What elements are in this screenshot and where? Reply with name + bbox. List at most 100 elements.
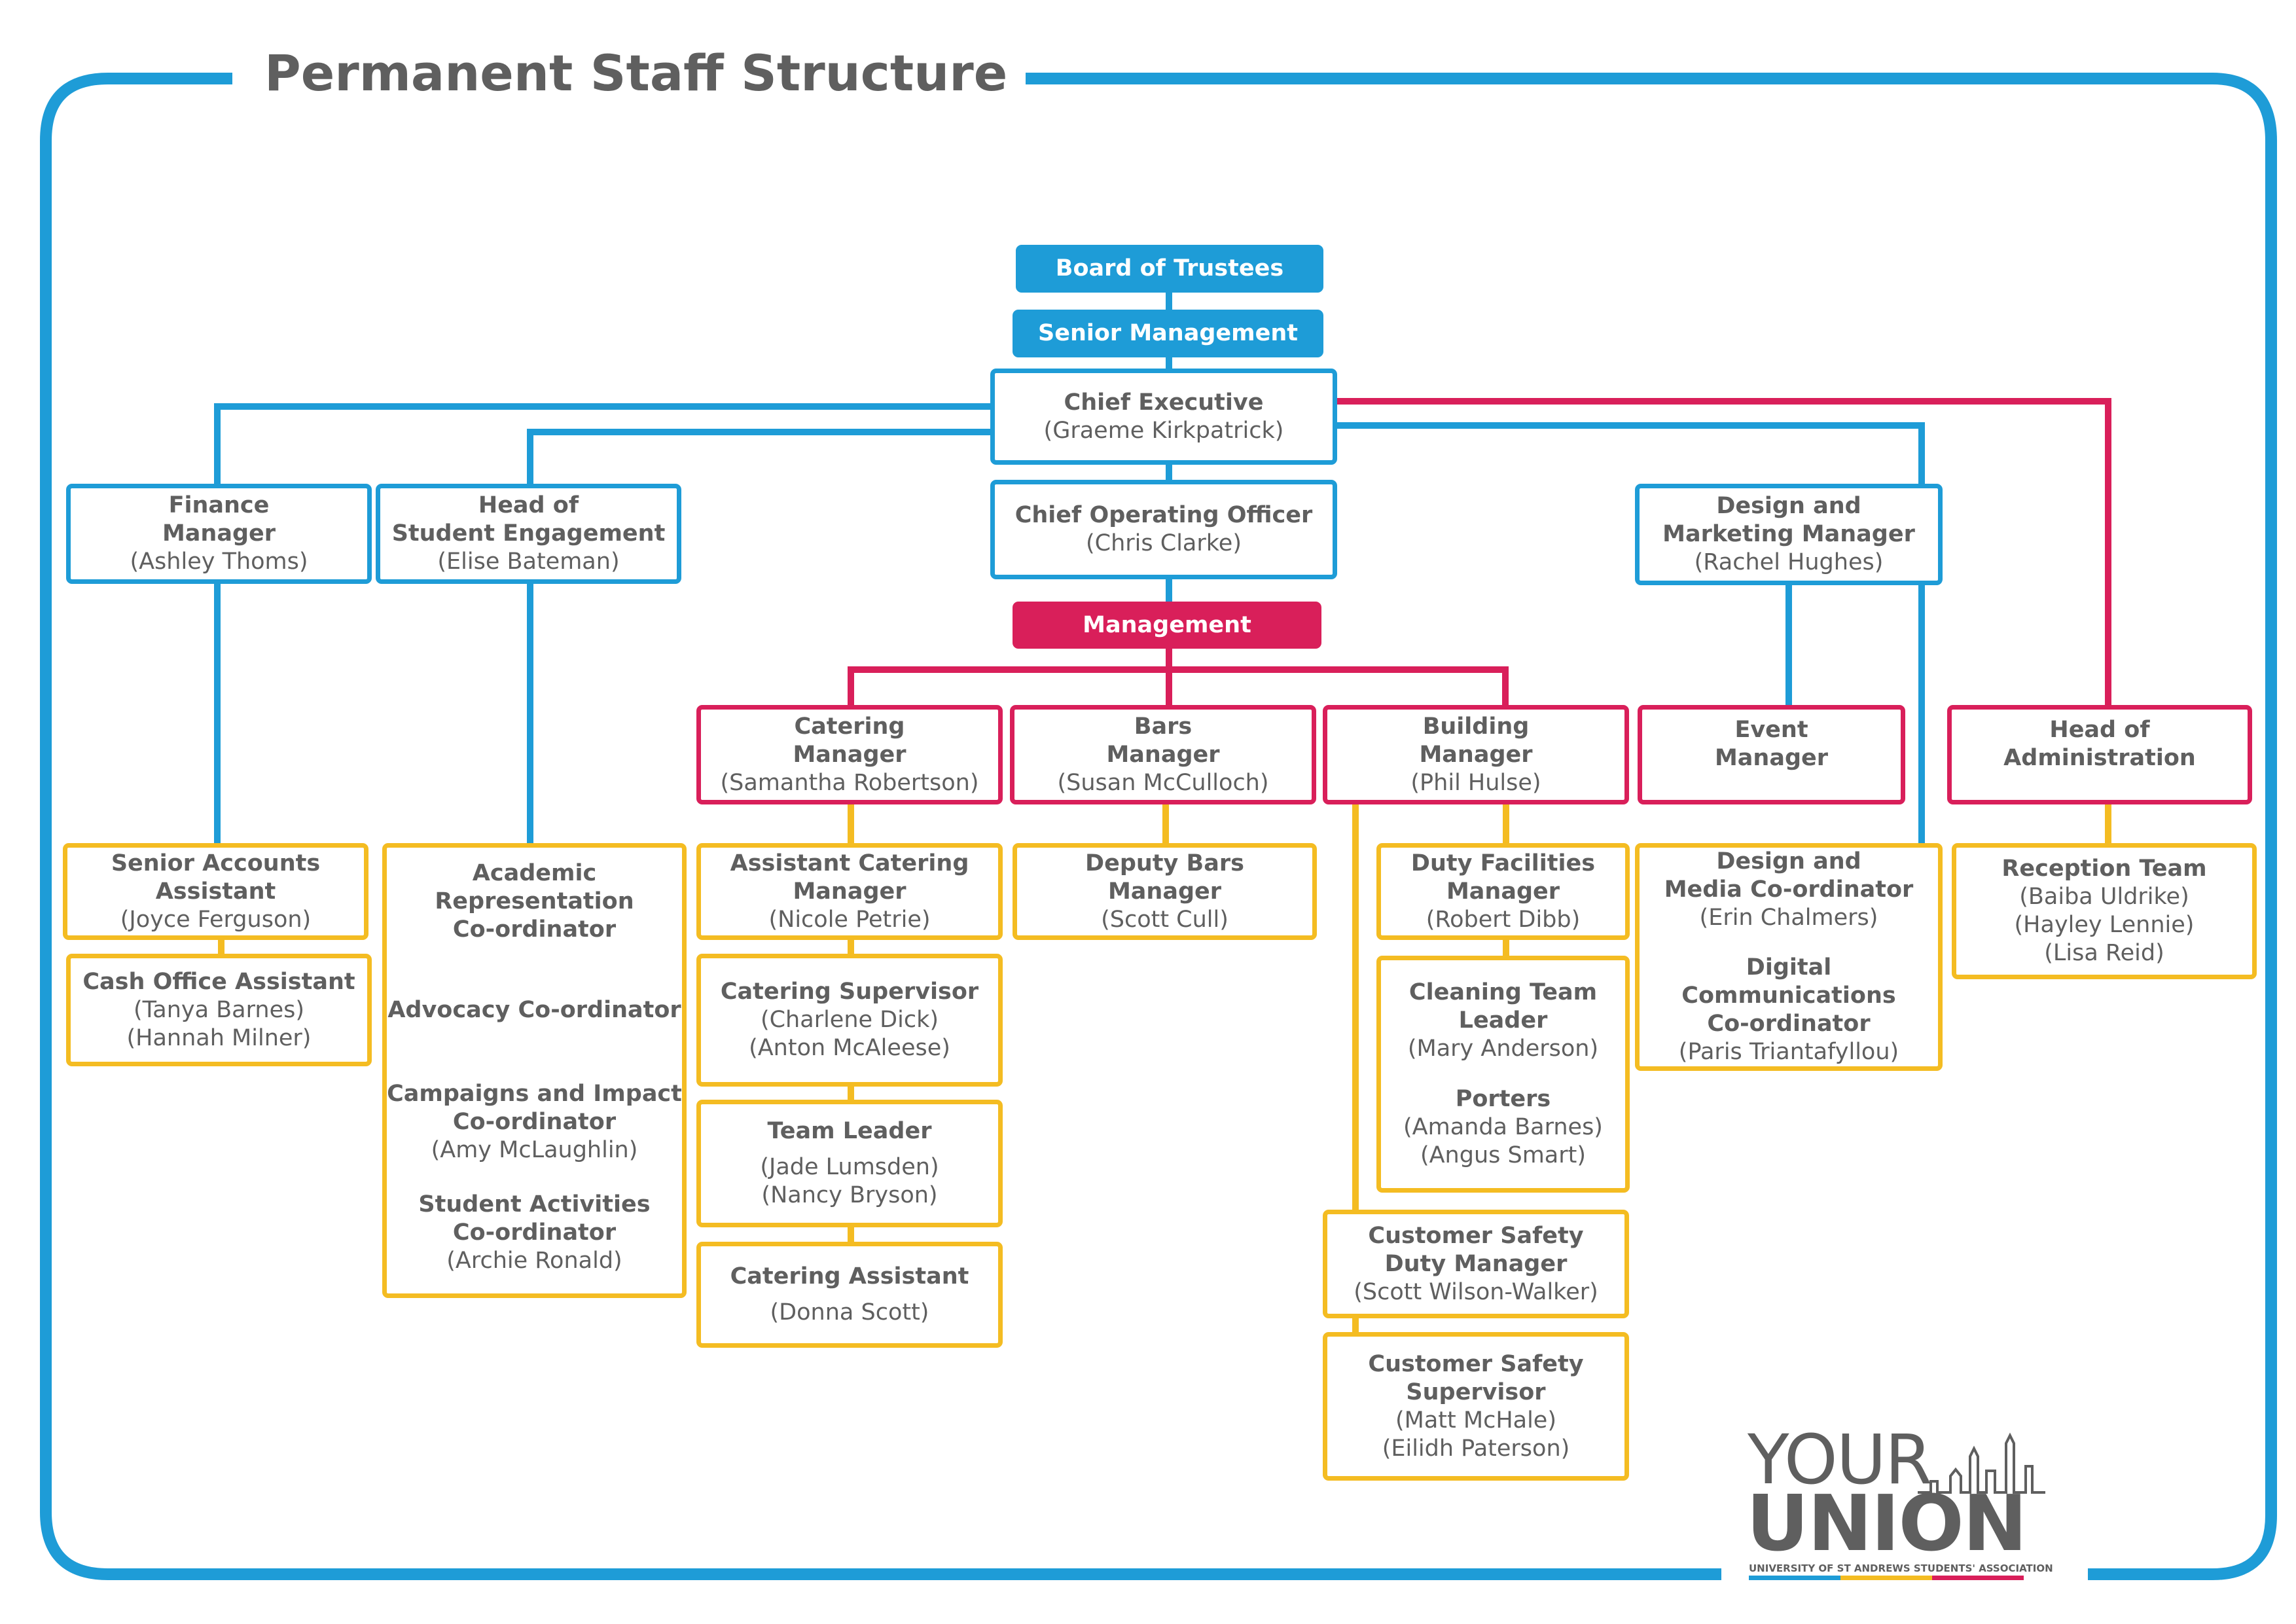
deputy-bars-manager-box: Deputy Bars Manager (Scott Cull) xyxy=(1013,843,1317,940)
logo-union: UNION xyxy=(1746,1478,2028,1568)
logo-tagline: UNIVERSITY OF ST ANDREWS STUDENTS' ASSOC… xyxy=(1749,1562,2053,1574)
cs-duty-name: (Scott Wilson-Walker) xyxy=(1354,1278,1598,1305)
logo-color-bar xyxy=(1749,1576,2024,1580)
cs-supervisor-title-2: Supervisor xyxy=(1406,1379,1546,1405)
cash-office-assistant-box: Cash Office Assistant (Tanya Barnes) (Ha… xyxy=(66,954,372,1066)
management-label: Management xyxy=(1083,611,1251,638)
senior-accounts-title-1: Senior Accounts xyxy=(111,850,321,876)
cs-supervisor-title-1: Customer Safety xyxy=(1368,1350,1584,1377)
campaigns-title-2: Co-ordinator xyxy=(452,1109,617,1135)
cs-supervisor-name-1: (Matt McHale) xyxy=(1395,1407,1556,1434)
activities-title-2: Co-ordinator xyxy=(452,1219,617,1246)
engagement-team-box: Academic Representation Co-ordinator Adv… xyxy=(382,843,687,1298)
porters-title: Porters xyxy=(1455,1086,1551,1112)
cleaning-title-2: Leader xyxy=(1458,1007,1548,1034)
catering-assistant-box: Catering Assistant (Donna Scott) xyxy=(696,1242,1003,1348)
senior-accounts-title-2: Assistant xyxy=(155,878,276,905)
cs-duty-title-1: Customer Safety xyxy=(1368,1222,1584,1249)
catering-supervisor-name-1: (Charlene Dick) xyxy=(760,1007,939,1033)
board-of-trustees-label: Board of Trustees xyxy=(1055,255,1284,281)
bars-title-2: Manager xyxy=(1106,741,1220,768)
senior-accounts-name: (Joyce Ferguson) xyxy=(120,906,312,933)
catering-title-1: Catering xyxy=(794,713,905,740)
duty-facilities-manager-box: Duty Facilities Manager (Robert Dibb) xyxy=(1376,843,1630,940)
asst-catering-name: (Nicole Petrie) xyxy=(768,906,931,933)
catering-assistant-title: Catering Assistant xyxy=(730,1263,969,1290)
catering-title-2: Manager xyxy=(793,741,906,768)
head-of-student-engagement-box: Head of Student Engagement (Elise Batema… xyxy=(376,484,681,584)
board-of-trustees-box: Board of Trustees xyxy=(1016,245,1323,293)
management-box: Management xyxy=(1013,602,1321,649)
team-leader-name-2: (Nancy Bryson) xyxy=(761,1182,938,1208)
design-title-1: Design and xyxy=(1716,493,1861,519)
digital-title-2: Co-ordinator xyxy=(1707,1011,1871,1037)
catering-supervisor-name-2: (Anton McAleese) xyxy=(749,1035,950,1061)
event-manager-box: Event Manager xyxy=(1638,705,1905,804)
chief-executive-box: Chief Executive (Graeme Kirkpatrick) xyxy=(990,369,1337,465)
activities-title-1: Student Activities xyxy=(418,1191,651,1218)
reception-name-2: (Hayley Lennie) xyxy=(2014,912,2195,938)
catering-manager-box: Catering Manager (Samantha Robertson) xyxy=(696,705,1003,804)
finance-manager-title-1: Finance xyxy=(168,492,270,518)
customer-safety-duty-manager-box: Customer Safety Duty Manager (Scott Wils… xyxy=(1323,1210,1629,1318)
advocacy-title: Advocacy Co-ordinator xyxy=(387,997,681,1023)
academic-rep-title-2: Representation xyxy=(435,888,634,914)
building-title-1: Building xyxy=(1422,713,1530,740)
deputy-bars-title-2: Manager xyxy=(1107,878,1222,905)
page-title: Permanent Staff Structure xyxy=(246,42,1026,105)
cleaning-porters-box: Cleaning Team Leader (Mary Anderson) Por… xyxy=(1376,956,1630,1193)
coo-title: Chief Operating Officer xyxy=(1014,502,1313,528)
senior-management-box: Senior Management xyxy=(1013,310,1323,357)
bars-manager-box: Bars Manager (Susan McCulloch) xyxy=(1010,705,1316,804)
admin-title-1: Head of xyxy=(2049,717,2150,743)
design-media-digital-box: Design and Media Co-ordinator (Erin Chal… xyxy=(1635,843,1943,1071)
team-leader-box: Team Leader (Jade Lumsden) (Nancy Bryson… xyxy=(696,1100,1003,1227)
asst-catering-title-2: Manager xyxy=(793,878,906,905)
logo-your: YOUR xyxy=(1748,1420,1932,1500)
deputy-bars-name: (Scott Cull) xyxy=(1101,906,1229,933)
catering-assistant-name: (Donna Scott) xyxy=(770,1299,929,1326)
finance-manager-title-2: Manager xyxy=(162,520,276,547)
chief-executive-title: Chief Executive xyxy=(1064,389,1264,416)
senior-accounts-assistant-box: Senior Accounts Assistant (Joyce Ferguso… xyxy=(63,843,368,940)
senior-management-label: Senior Management xyxy=(1038,320,1298,346)
finance-manager-name: (Ashley Thoms) xyxy=(130,549,308,575)
campaigns-title-1: Campaigns and Impact xyxy=(387,1081,682,1107)
admin-title-2: Administration xyxy=(2003,745,2196,771)
event-title-1: Event xyxy=(1734,717,1808,743)
campaigns-name: (Amy McLaughlin) xyxy=(431,1137,638,1163)
cash-office-title: Cash Office Assistant xyxy=(82,968,355,995)
coo-name: (Chris Clarke) xyxy=(1086,530,1242,556)
building-title-2: Manager xyxy=(1419,741,1533,768)
cash-office-name-1: (Tanya Barnes) xyxy=(134,996,304,1023)
deputy-bars-title-1: Deputy Bars xyxy=(1085,850,1244,876)
cs-supervisor-name-2: (Eilidh Paterson) xyxy=(1382,1435,1570,1462)
engagement-title-1: Head of xyxy=(478,492,579,518)
cleaning-title-1: Cleaning Team xyxy=(1408,979,1598,1005)
assistant-catering-manager-box: Assistant Catering Manager (Nicole Petri… xyxy=(696,843,1003,940)
engagement-name: (Elise Bateman) xyxy=(437,549,620,575)
digital-title-1: Digital Communications xyxy=(1681,954,1896,1009)
cleaning-name: (Mary Anderson) xyxy=(1407,1036,1599,1062)
coo-box: Chief Operating Officer (Chris Clarke) xyxy=(990,480,1337,579)
finance-manager-box: Finance Manager (Ashley Thoms) xyxy=(66,484,372,584)
digital-name: (Paris Triantafyllou) xyxy=(1678,1039,1899,1065)
activities-name: (Archie Ronald) xyxy=(446,1248,622,1274)
design-media-name: (Erin Chalmers) xyxy=(1699,905,1878,931)
duty-facilities-title-1: Duty Facilities xyxy=(1410,850,1596,876)
reception-team-box: Reception Team (Baiba Uldrike) (Hayley L… xyxy=(1952,843,2257,979)
academic-rep-title-1: Academic xyxy=(472,860,597,886)
academic-rep-title-3: Co-ordinator xyxy=(452,916,617,943)
reception-title: Reception Team xyxy=(2001,856,2207,882)
cs-duty-title-2: Duty Manager xyxy=(1384,1250,1568,1277)
team-leader-name-1: (Jade Lumsden) xyxy=(760,1154,939,1180)
engagement-title-2: Student Engagement xyxy=(391,520,666,547)
building-manager-box: Building Manager (Phil Hulse) xyxy=(1323,705,1629,804)
event-title-2: Manager xyxy=(1714,745,1829,771)
catering-supervisor-box: Catering Supervisor (Charlene Dick) (Ant… xyxy=(696,954,1003,1087)
chief-executive-name: (Graeme Kirkpatrick) xyxy=(1043,417,1284,444)
duty-facilities-name: (Robert Dibb) xyxy=(1426,906,1581,933)
reception-name-3: (Lisa Reid) xyxy=(2044,940,2164,966)
head-of-administration-box: Head of Administration xyxy=(1947,705,2252,804)
